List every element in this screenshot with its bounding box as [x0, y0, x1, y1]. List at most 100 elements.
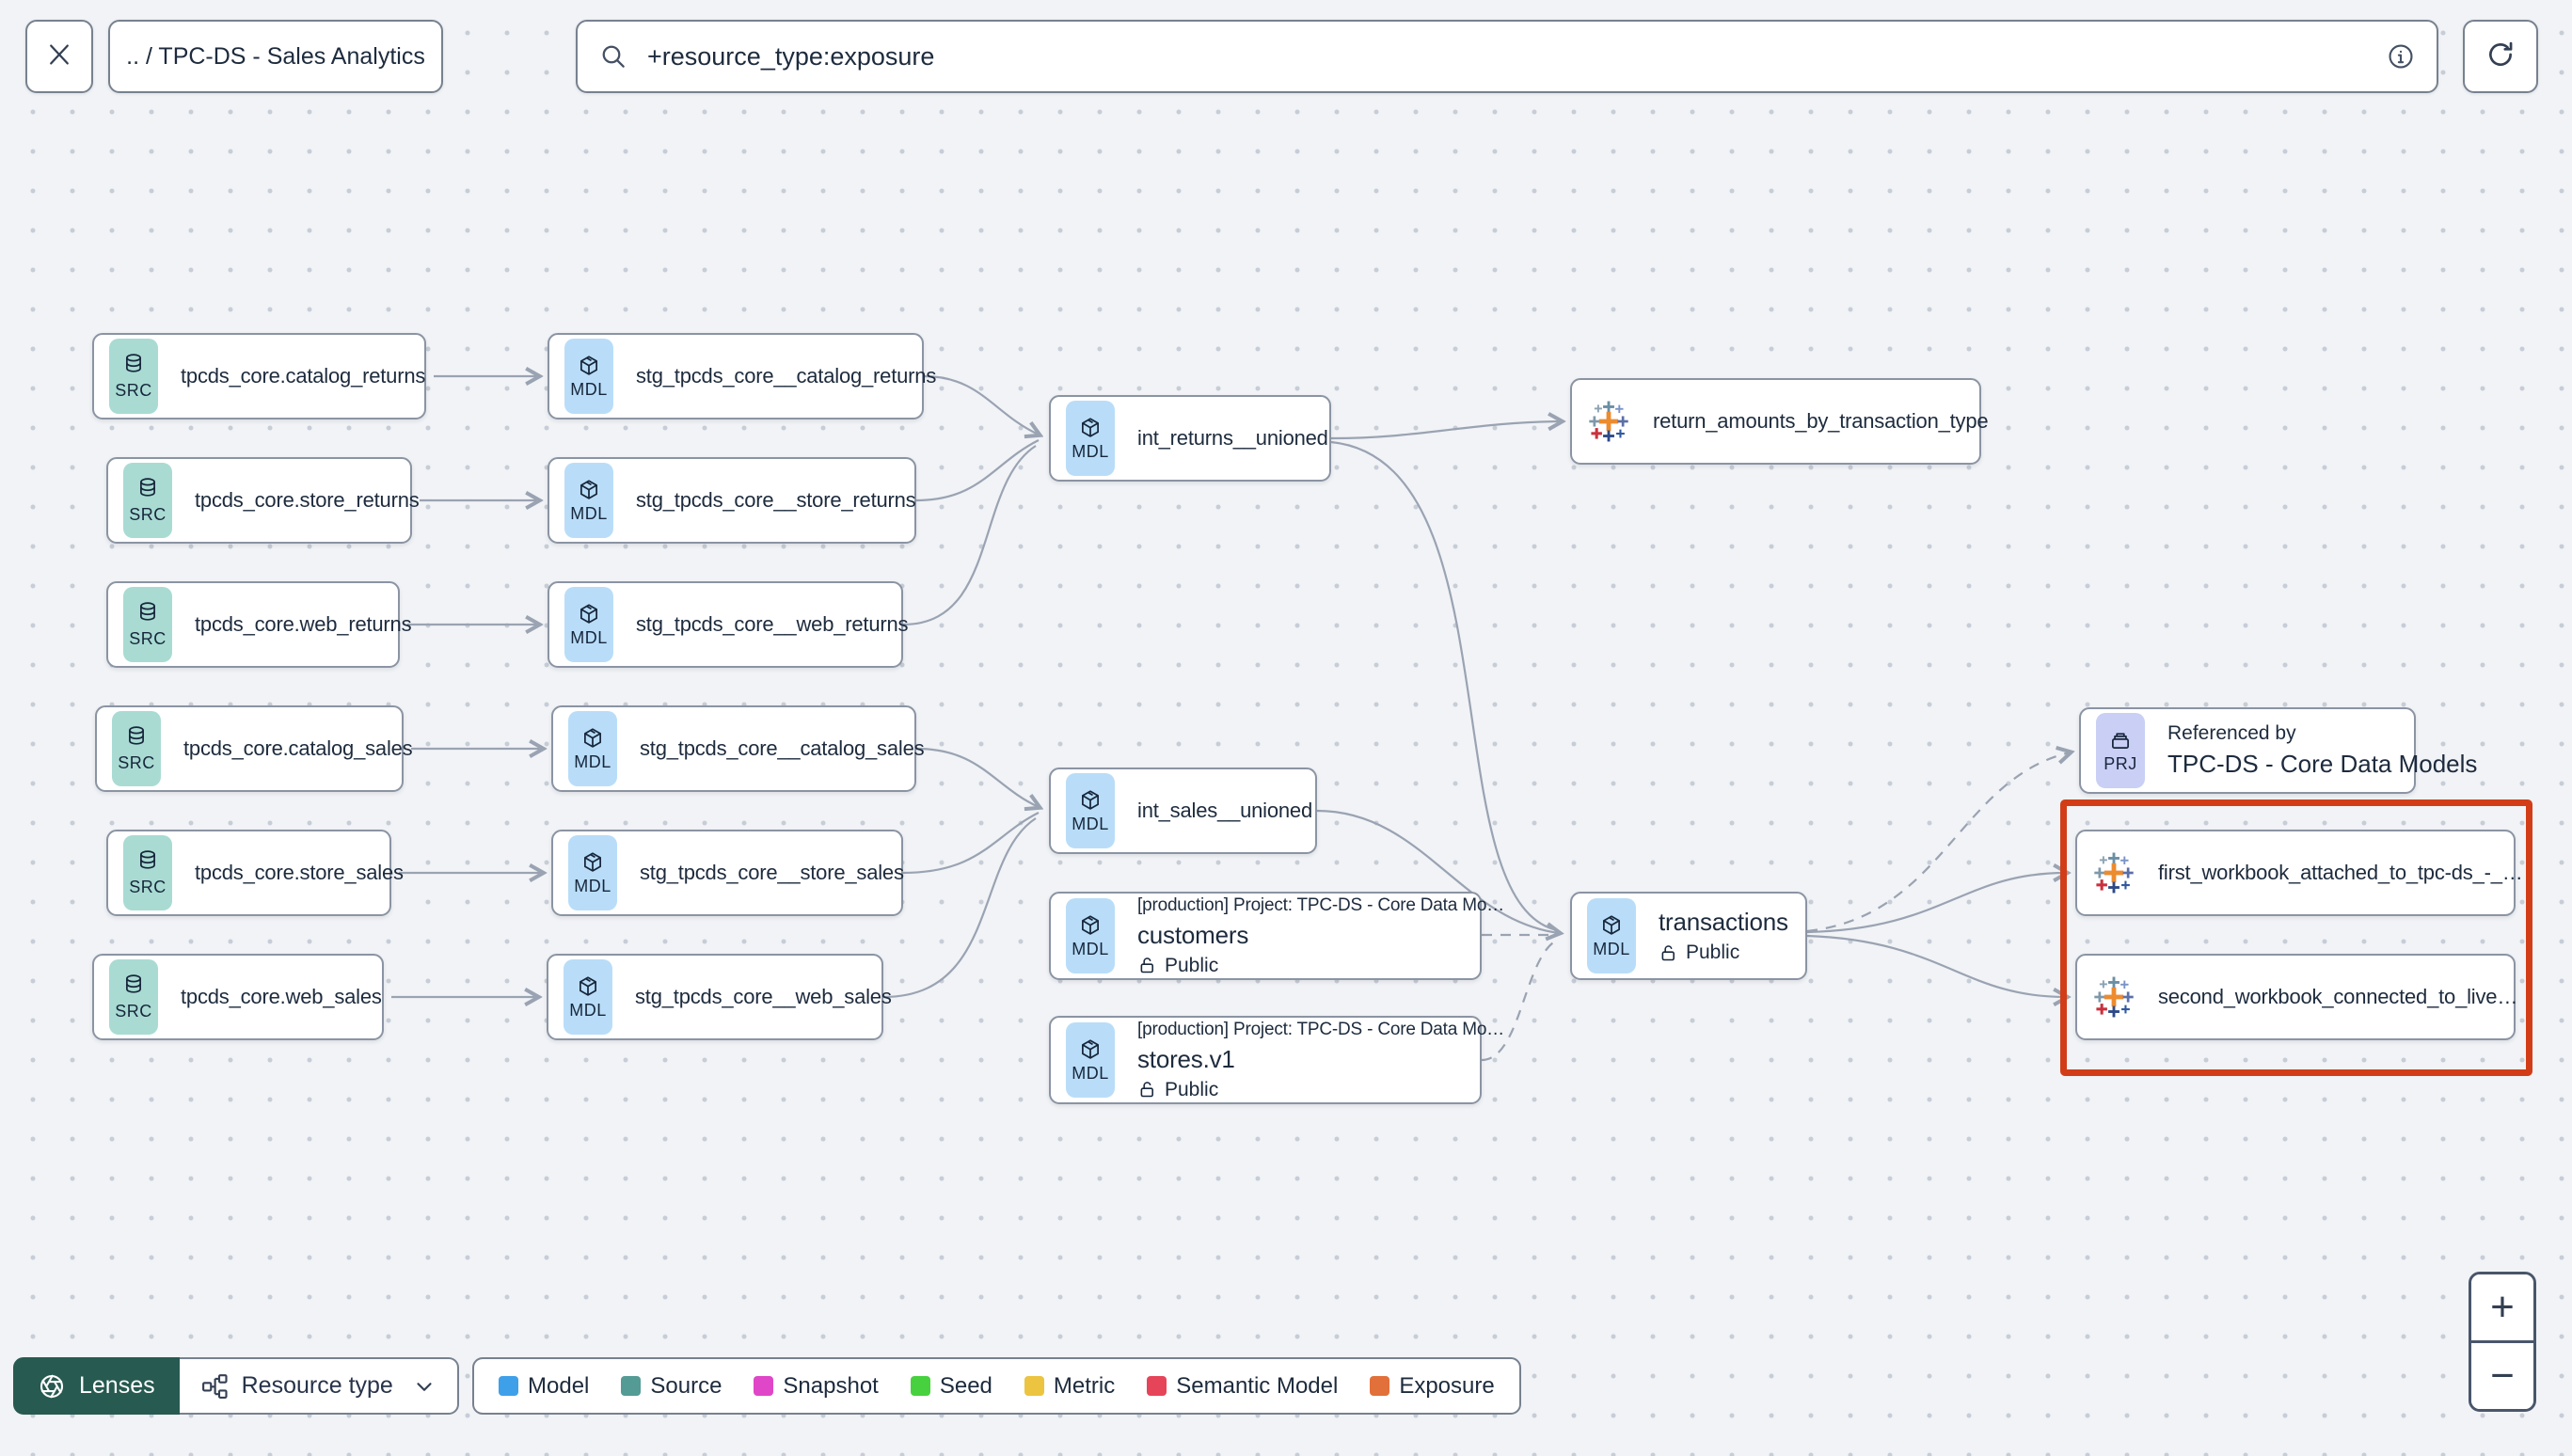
legend-swatch — [1147, 1376, 1167, 1396]
badge-label: MDL — [1593, 939, 1630, 958]
aperture-icon — [38, 1372, 66, 1401]
node-label: tpcds_core.catalog_sales — [183, 736, 413, 760]
node-label: stg_tpcds_core__store_sales — [640, 861, 904, 884]
node-wb-first[interactable]: first_workbook_attached_to_tpc-ds_-_… — [2075, 830, 2523, 916]
chevron-down-icon — [412, 1374, 437, 1399]
node-label: tpcds_core.store_returns — [195, 488, 420, 512]
node-label: transactions — [1659, 908, 1788, 936]
lock-open-icon — [1659, 943, 1678, 963]
badge-label: SRC — [129, 877, 167, 896]
cube-icon — [576, 974, 600, 999]
badge-label: MDL — [574, 876, 611, 895]
close-icon — [45, 40, 73, 73]
model-badge: MDL — [564, 587, 613, 662]
edge-stg_catalog_sales-to-int_sales_unioned — [915, 747, 1039, 807]
model-badge: MDL — [1066, 898, 1115, 973]
zoom-in-button[interactable]: + — [2471, 1274, 2533, 1340]
node-label: customers — [1137, 920, 1249, 949]
cube-icon — [577, 354, 601, 378]
breadcrumb[interactable]: .. / TPC-DS - Sales Analytics — [108, 20, 443, 93]
legend-label: Source — [650, 1372, 722, 1399]
database-icon — [124, 725, 149, 752]
node-src-web-sales[interactable]: SRC tpcds_core.web_sales — [92, 954, 384, 1040]
search-input[interactable] — [645, 40, 2369, 72]
source-badge: SRC — [123, 587, 172, 662]
legend-label: Seed — [939, 1372, 992, 1399]
node-stg-store-sales[interactable]: MDL stg_tpcds_core__store_sales — [551, 830, 904, 916]
legend-swatch — [621, 1376, 642, 1396]
node-wb-second[interactable]: second_workbook_connected_to_live… — [2075, 954, 2517, 1040]
node-exp-return-amounts[interactable]: return_amounts_by_transaction_type — [1570, 378, 1989, 465]
edge-int_returns_unioned-to-exp_return_amounts — [1330, 421, 1561, 440]
access-label: Public — [1165, 1078, 1219, 1100]
legend-swatch — [1024, 1376, 1044, 1396]
plus-icon: + — [2490, 1284, 2515, 1330]
legend-item-exposure: Exposure — [1370, 1373, 1495, 1400]
source-badge: SRC — [123, 835, 172, 910]
node-stores-v1[interactable]: MDL[production] Project: TPC-DS - Core D… — [1049, 1016, 1504, 1104]
project-badge: PRJ — [2096, 713, 2145, 788]
lenses-button[interactable]: Lenses — [13, 1357, 180, 1415]
node-stg-catalog-sales[interactable]: MDL stg_tpcds_core__catalog_sales — [551, 705, 925, 792]
badge-label: PRJ — [2104, 753, 2137, 773]
badge-label: SRC — [115, 1001, 152, 1021]
model-badge: MDL — [564, 959, 612, 1035]
node-customers[interactable]: MDL [production] Project: TPC-DS - Core D… — [1049, 892, 1504, 980]
badge-label: SRC — [129, 504, 167, 524]
access-label: Public — [1686, 942, 1740, 963]
cube-icon — [1599, 913, 1624, 938]
legend-label: Semantic Model — [1176, 1372, 1339, 1399]
lock-open-icon — [1137, 956, 1157, 975]
edge-stg_catalog_returns-to-int_returns_unioned — [923, 374, 1039, 435]
node-label: tpcds_core.web_sales — [181, 985, 382, 1008]
badge-label: MDL — [569, 1000, 607, 1020]
badge-label: MDL — [1072, 1063, 1109, 1083]
legend-label: Metric — [1053, 1372, 1116, 1399]
tableau-icon — [2092, 975, 2135, 1019]
node-label: stg_tpcds_core__catalog_sales — [640, 736, 925, 760]
model-badge: MDL — [1066, 401, 1115, 476]
resource-type-dropdown[interactable]: Resource type — [179, 1357, 459, 1415]
edge-stg_store_sales-to-int_sales_unioned — [902, 812, 1040, 875]
access-label: Public — [1165, 954, 1219, 976]
cube-icon — [1078, 1037, 1103, 1062]
refresh-button[interactable] — [2463, 20, 2538, 93]
node-int-returns-unioned[interactable]: MDL int_returns__unioned — [1049, 395, 1331, 482]
node-src-store-returns[interactable]: SRC tpcds_core.store_returns — [106, 457, 420, 544]
edge-transactions-to-wb_second — [1806, 934, 2066, 997]
node-src-catalog-sales[interactable]: SRC tpcds_core.catalog_sales — [95, 705, 413, 792]
node-label: int_sales__unioned — [1137, 799, 1312, 822]
search-icon — [598, 41, 628, 71]
node-project-label: [production] Project: TPC-DS - Core Data… — [1137, 894, 1504, 915]
close-button[interactable] — [25, 20, 93, 93]
model-badge: MDL — [1587, 898, 1636, 973]
badge-label: MDL — [570, 503, 608, 523]
model-badge: MDL — [568, 711, 617, 786]
model-badge: MDL — [564, 463, 613, 538]
edge-stg_web_sales-to-int_sales_unioned — [882, 817, 1037, 999]
database-icon — [121, 353, 146, 379]
zoom-out-button[interactable]: − — [2471, 1343, 2533, 1409]
badge-label: MDL — [570, 627, 608, 647]
cube-icon — [1078, 416, 1103, 440]
info-icon[interactable] — [2386, 41, 2416, 71]
search-bar[interactable] — [576, 20, 2438, 93]
lenses-toolbar: Lenses Resource type — [13, 1357, 459, 1415]
legend-item-semantic-model: Semantic Model — [1147, 1373, 1338, 1400]
node-sublabel: Referenced by — [2167, 722, 2296, 744]
breadcrumb-label: .. / TPC-DS - Sales Analytics — [126, 42, 425, 70]
node-label: int_returns__unioned — [1137, 426, 1328, 450]
badge-label: SRC — [118, 752, 155, 772]
cube-icon — [1078, 913, 1103, 938]
